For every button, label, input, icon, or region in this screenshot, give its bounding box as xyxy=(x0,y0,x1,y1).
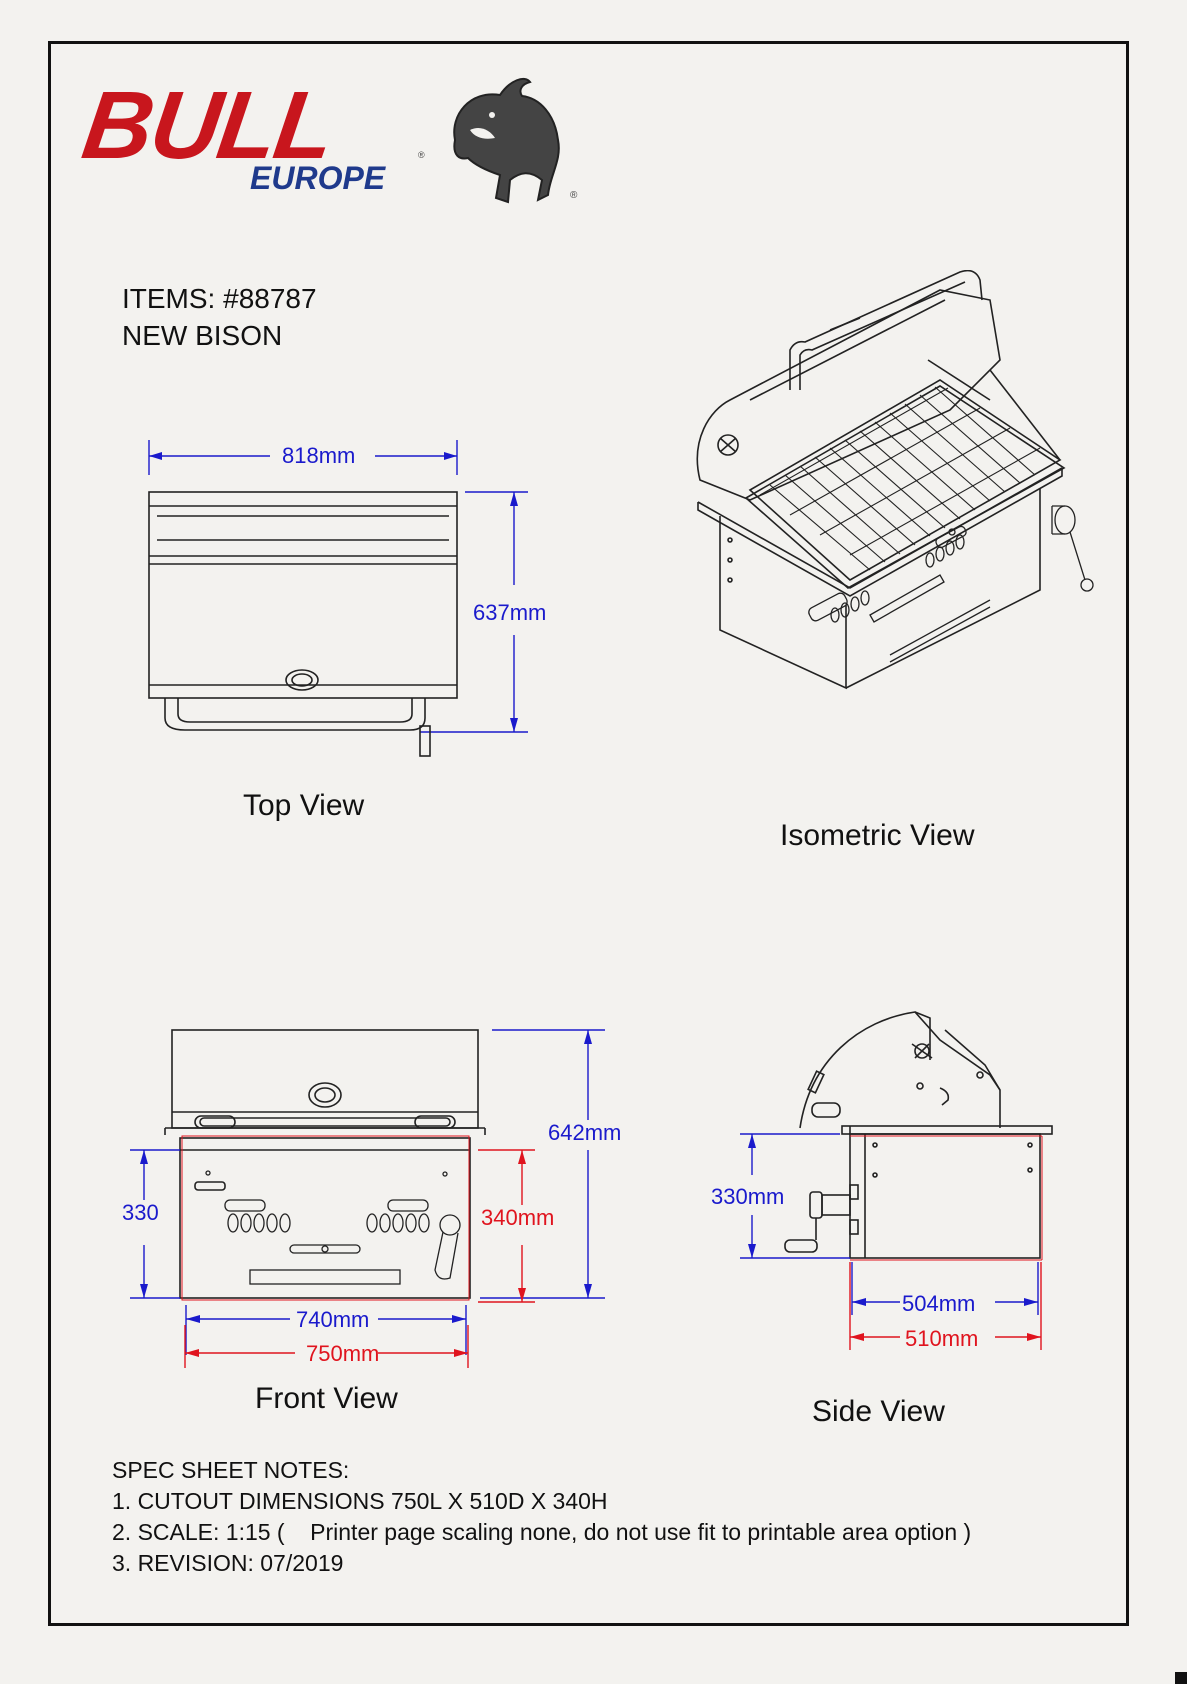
top-view-depth-dimension: 637mm xyxy=(473,600,547,625)
side-view-label: Side View xyxy=(812,1395,945,1428)
front-view-body-height-dimension: 330 xyxy=(122,1200,159,1225)
front-view-body-width-dimension: 740mm xyxy=(296,1307,370,1332)
top-view-label: Top View xyxy=(243,789,365,822)
item-number: ITEMS: #88787 xyxy=(122,283,317,314)
side-view-cutout-depth-dimension: 510mm xyxy=(905,1326,979,1351)
note-line-2: 2. SCALE: 1:15 ( Printer page scaling no… xyxy=(112,1519,972,1545)
svg-text:®: ® xyxy=(570,190,578,201)
spec-sheet-notes: SPEC SHEET NOTES: 1. CUTOUT DIMENSIONS 7… xyxy=(112,1455,971,1579)
front-view-total-height-dimension: 642mm xyxy=(548,1120,622,1145)
item-model: NEW BISON xyxy=(122,320,283,351)
top-view-drawing xyxy=(148,440,528,757)
front-view-cutout-width-dimension: 750mm xyxy=(306,1341,380,1366)
note-line-3: 3. REVISION: 07/2019 xyxy=(112,1550,344,1576)
front-view-cutout-height-dimension: 340mm xyxy=(481,1205,555,1230)
registered-mark: ® xyxy=(418,150,425,160)
side-view-depth-dimension: 504mm xyxy=(902,1291,976,1316)
side-view-height-dimension: 330mm xyxy=(711,1184,785,1209)
isometric-view-label: Isometric View xyxy=(780,819,975,852)
isometric-view-drawing xyxy=(696,270,1094,690)
spec-sheet-frame xyxy=(48,41,1129,1626)
page-corner-mark xyxy=(1175,1672,1187,1684)
brand-logo-region: EUROPE xyxy=(250,160,386,196)
bull-icon: ® xyxy=(453,77,578,204)
top-view-width-dimension: 818mm xyxy=(282,443,356,468)
notes-title: SPEC SHEET NOTES: xyxy=(112,1457,350,1483)
front-view-drawing xyxy=(130,1029,605,1368)
front-view-label: Front View xyxy=(255,1382,398,1415)
side-view-drawing xyxy=(740,1011,1053,1350)
note-line-1: 1. CUTOUT DIMENSIONS 750L X 510D X 340H xyxy=(112,1488,608,1514)
